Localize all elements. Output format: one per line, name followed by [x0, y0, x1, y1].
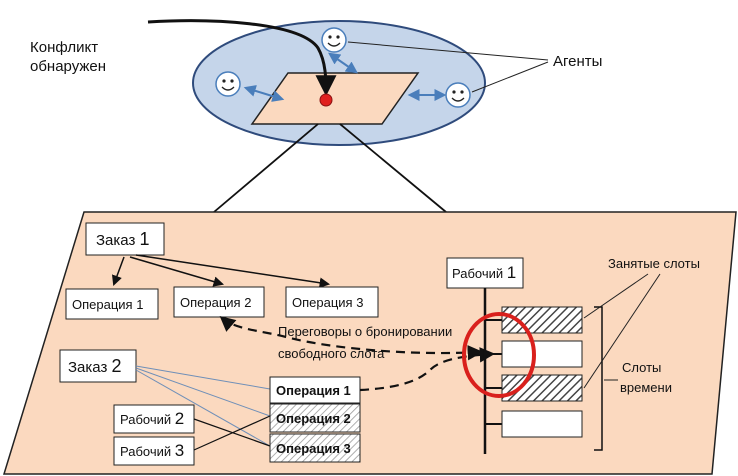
time-slots-label-line1: Слоты: [622, 360, 661, 375]
conflict-highlight-circle: [462, 312, 536, 398]
time-slot-free-2: [501, 410, 583, 438]
order1-arrow-op1: [111, 256, 125, 286]
order2-num: 2: [112, 356, 122, 376]
worker2-num: 2: [175, 409, 184, 428]
smiley-face-icon: [445, 82, 471, 108]
order2-op2-box: [269, 403, 361, 433]
order1-box: [85, 222, 165, 256]
worker2-label: Рабочий 2: [120, 409, 184, 428]
negotiation-label-line2: свободного слота: [278, 346, 385, 361]
order2-op2-label: Операция 2: [276, 411, 351, 426]
agents-pointer-top: [347, 41, 549, 61]
order2-op1-label: Операция 1: [276, 383, 351, 398]
order1-arrow-op2: [129, 256, 225, 287]
occupied-pointer-2: [583, 273, 661, 389]
smiley-face-icon: [215, 71, 241, 97]
zoom-line-right: [339, 123, 447, 213]
worker3-link-op2: [193, 415, 271, 451]
order2-op3-box: [269, 433, 361, 463]
zoom-line-left: [213, 123, 319, 213]
negotiation-arrow: [219, 315, 484, 361]
conflict-arrow: [147, 19, 337, 97]
order1-op3-label: Операция 3: [292, 295, 363, 310]
occupied-pointer-1: [583, 273, 649, 319]
time-slots-label-line2: времени: [620, 380, 672, 395]
order1-op2-label: Операция 2: [180, 295, 251, 310]
order2-label: Заказ 2: [68, 356, 122, 376]
worker2-box: [113, 404, 195, 434]
conflict-plane: [250, 72, 420, 125]
order1-op2-box: [173, 286, 265, 318]
order2-op1-box: [269, 376, 361, 404]
order2-link-op2: [135, 367, 271, 417]
agent-arrow-top: [328, 52, 358, 74]
worker1-num: 1: [507, 263, 516, 282]
order2-link-op3: [135, 369, 271, 447]
negotiation-label-line1: Переговоры о бронировании: [278, 324, 452, 339]
occupied-slots-label: Занятые слоты: [608, 256, 700, 271]
order1-arrow-op3: [135, 254, 331, 288]
agents-pointer-right: [471, 61, 549, 93]
worker3-label: Рабочий 3: [120, 441, 184, 460]
worker3-box: [113, 436, 195, 466]
order2-link-op1: [135, 365, 271, 390]
worker1-label: Рабочий 1: [452, 263, 516, 282]
order1-op1-label: Операция 1: [72, 297, 143, 312]
time-slot-free-1: [501, 340, 583, 368]
time-slots-bracket: [594, 306, 603, 451]
booking-arrow: [359, 347, 496, 392]
conflict-label-line1: Конфликт: [30, 39, 98, 56]
order2-op3-label: Операция 3: [276, 441, 351, 456]
smiley-face-icon: [321, 27, 347, 53]
order1-num: 1: [140, 229, 150, 249]
order1-label: Заказ 1: [96, 229, 150, 249]
conflict-label-line2: обнаружен: [30, 58, 106, 75]
agents-label: Агенты: [553, 53, 602, 70]
order2-box: [59, 349, 137, 383]
conflict-dot: [319, 93, 333, 107]
order1-op1-box: [65, 288, 159, 320]
agent-arrow-left: [243, 85, 285, 102]
worker3-num: 3: [175, 441, 184, 460]
time-slot-occupied-2: [501, 374, 583, 402]
